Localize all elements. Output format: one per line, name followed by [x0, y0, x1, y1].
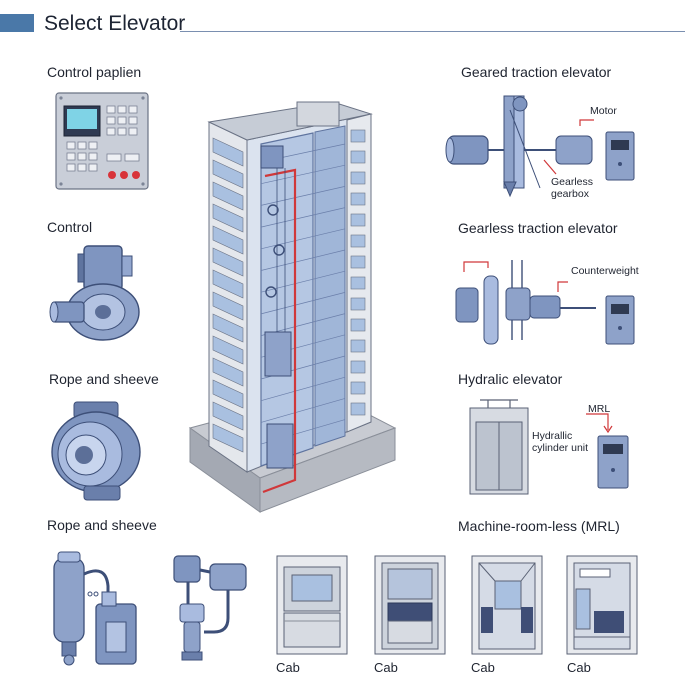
cab-label-4: Cab: [567, 660, 591, 675]
pump-assembly-icon[interactable]: [170, 552, 256, 664]
cab-label-2: Cab: [374, 660, 398, 675]
cab-label-1: Cab: [276, 660, 300, 675]
building-window: [350, 381, 366, 395]
control-panel-label: Control paplien: [47, 64, 142, 80]
shaft-floor-line: [260, 398, 346, 423]
gearbox-callout: Gearless gearbox: [551, 176, 594, 200]
building-window: [350, 213, 366, 227]
motor-callout: Motor: [590, 105, 617, 117]
cab-1-illustration[interactable]: [276, 555, 348, 655]
rope-sheave-label-2: Rope and sheeve: [47, 517, 157, 533]
building-window: [350, 129, 366, 143]
building-windows-right: [350, 129, 366, 416]
shaft-floor-line: [260, 164, 346, 185]
building-window: [212, 379, 244, 409]
building-window: [350, 255, 366, 269]
cab-2-illustration[interactable]: [374, 555, 446, 655]
building-window: [350, 318, 366, 332]
building-window: [350, 339, 366, 353]
building-window: [350, 192, 366, 206]
gear-motor-icon[interactable]: [48, 240, 148, 352]
building-window: [350, 276, 366, 290]
geared-traction-machine[interactable]: [444, 90, 644, 202]
sheave-icon[interactable]: [50, 398, 144, 504]
rope-sheave-label-1: Rope and sheeve: [49, 371, 159, 387]
building-window: [350, 360, 366, 374]
counterweight-callout: Counterweight: [571, 265, 639, 277]
gearless-traction-machine[interactable]: [450, 256, 644, 350]
building-window: [212, 181, 244, 211]
control-panel-icon[interactable]: [55, 92, 149, 190]
building-window: [212, 159, 244, 189]
building-window: [212, 269, 244, 299]
building-window: [350, 297, 366, 311]
building-window: [350, 402, 366, 416]
building-window: [212, 313, 244, 343]
building-windows-left: [212, 137, 244, 453]
building-window: [350, 234, 366, 248]
shaft-floor-line: [260, 376, 346, 402]
building-window: [212, 203, 244, 233]
building-window: [212, 225, 244, 255]
cylinder-unit-callout: Hydrallic cylinder unit: [532, 430, 589, 454]
building-window: [212, 401, 244, 431]
hydraulic-pump-icon[interactable]: [50, 550, 146, 668]
header-divider: [180, 31, 685, 32]
shaft-floor-line: [260, 292, 346, 315]
mrl-callout: MRL: [588, 403, 611, 415]
cab-4-illustration[interactable]: [566, 555, 638, 655]
building-window: [212, 423, 244, 453]
cab-label-3: Cab: [471, 660, 495, 675]
cab-3-illustration[interactable]: [471, 555, 543, 655]
shaft-floor-line: [260, 228, 346, 250]
shaft-floor-line: [260, 186, 346, 206]
mrl-label: Machine-room-less (MRL): [458, 518, 620, 534]
hydraulic-elevator-label: Hydralic elevator: [458, 371, 563, 387]
gearless-traction-label: Gearless traction elevator: [458, 220, 618, 236]
control-label: Control: [47, 219, 93, 235]
hydraulic-elevator-diagram[interactable]: [468, 394, 634, 498]
building-window: [212, 137, 244, 167]
header-accent-bar: [0, 14, 34, 32]
building-window: [212, 357, 244, 387]
building-window: [212, 291, 244, 321]
shaft-floor-line: [260, 207, 346, 228]
building-window: [350, 171, 366, 185]
building-window: [350, 150, 366, 164]
building-window: [212, 247, 244, 277]
page-title: Select Elevator: [44, 12, 186, 35]
shaft-floor-line: [260, 249, 346, 271]
geared-traction-label: Geared traction elevator: [461, 64, 612, 80]
elevator-building-illustration: [188, 101, 397, 513]
building-window: [212, 335, 244, 365]
